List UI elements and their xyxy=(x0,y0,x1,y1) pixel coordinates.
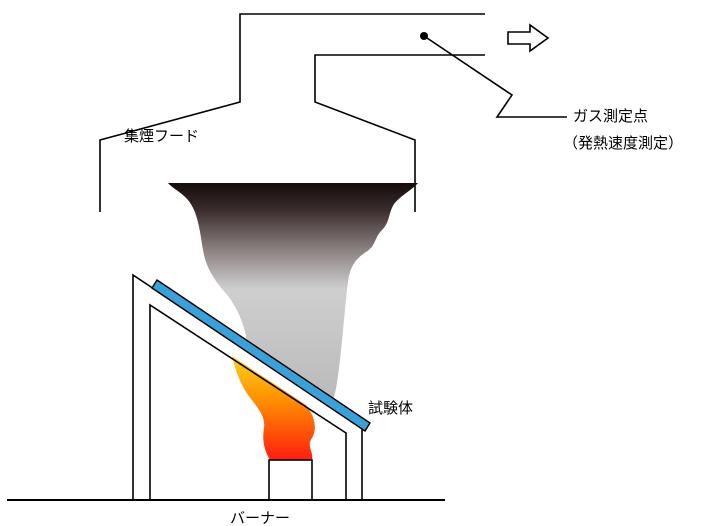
gas-point-label: ガス測定点 xyxy=(573,107,648,125)
hood-left-wall xyxy=(99,13,485,212)
smoke-plume xyxy=(168,183,418,404)
frame-inner xyxy=(149,303,347,500)
specimen-label: 試験体 xyxy=(368,399,413,417)
gas-point-leader-line xyxy=(423,35,567,118)
hollow-right-arrow-icon xyxy=(507,23,550,53)
hood-right-wall xyxy=(314,54,485,212)
smoke-hood xyxy=(99,13,485,212)
flame xyxy=(232,356,315,460)
burner-box xyxy=(268,459,313,501)
gas-point-note: （発熱速度測定） xyxy=(563,134,683,152)
burner-label: バーナー xyxy=(230,509,290,526)
specimen-panel xyxy=(151,279,371,432)
hood-label: 集煙フード xyxy=(124,127,199,145)
